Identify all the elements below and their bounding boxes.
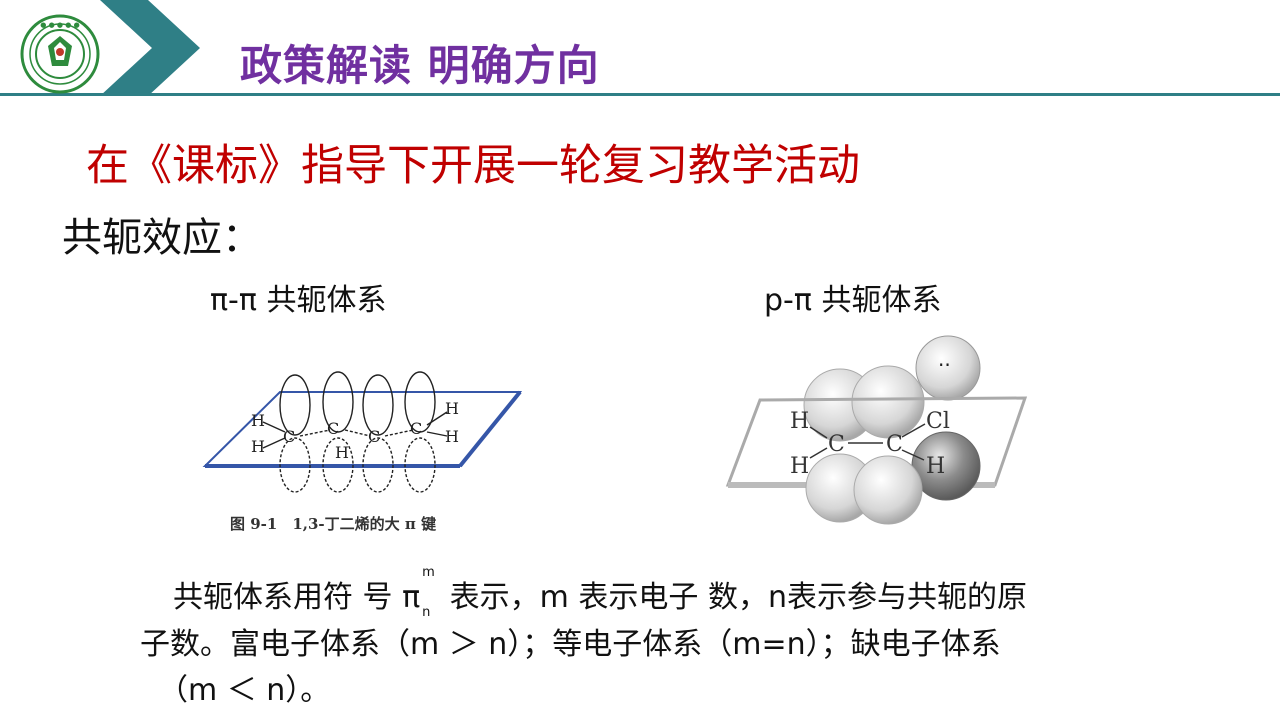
p-orbital-lobe (279, 374, 311, 436)
atom-h: H (251, 411, 265, 430)
butadiene-pi-bond-diagram: H H C C H C C H H (202, 371, 523, 493)
atom-c: C (327, 419, 339, 438)
page-title: 政策解读 明确方向 (240, 41, 600, 90)
p-pi-conjugation-label: p-π 共轭体系 (764, 283, 942, 318)
paragraph-line-2: 子数。富电子体系（m ＞ n）；等电子体系（m=n）；缺电子体系 (140, 627, 1001, 662)
atom-c: C (828, 432, 845, 457)
atom-h: H (790, 409, 809, 434)
atom-h: H (445, 399, 459, 418)
atom-c: C (410, 419, 422, 438)
p-orbital-lobe (322, 437, 354, 493)
vinyl-chloride-p-pi-diagram: H H C C Cl H ·· (725, 335, 1028, 525)
slide-subtitle: 在《课标》指导下开展一轮复习教学活动 (86, 141, 860, 191)
section-heading: 共轭效应： (62, 215, 262, 261)
p-orbital-lobe (853, 455, 923, 525)
atom-c: C (283, 427, 295, 446)
atom-h: H (790, 454, 809, 479)
header-divider-line (0, 93, 1280, 96)
p-orbital-lobe (362, 374, 394, 436)
atom-h: H (251, 437, 265, 456)
p-orbital-lobe (404, 371, 436, 433)
lone-pair-dots: ·· (938, 353, 951, 377)
p-orbital-lobe (362, 437, 394, 493)
atom-c: C (368, 427, 380, 446)
figure-caption: 图 9-1 1,3-丁二烯的大 π 键 (230, 515, 437, 533)
p-orbital-lobe (279, 437, 311, 493)
p-orbital-lobe (322, 371, 354, 433)
pi-pi-conjugation-label: π-π 共轭体系 (210, 283, 387, 318)
school-seal-logo: ● ● ● ● ● (20, 14, 100, 94)
atom-h: H (926, 454, 945, 479)
atom-h: H (445, 427, 459, 446)
p-orbital-lobe (404, 437, 436, 493)
svg-text:● ● ● ● ●: ● ● ● ● ● (40, 21, 79, 29)
atom-cl: Cl (926, 409, 950, 434)
atom-c: C (886, 432, 903, 457)
p-orbital-lobe (851, 365, 925, 439)
atom-h: H (335, 443, 349, 462)
paragraph-line-3: （m ＜ n）。 (158, 673, 331, 708)
header-chevron-decoration (100, 0, 200, 96)
